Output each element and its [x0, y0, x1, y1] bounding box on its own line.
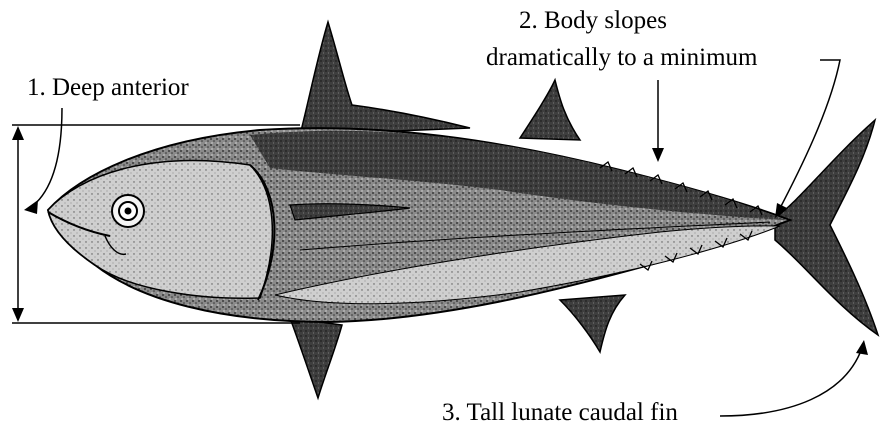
first-dorsal-fin [300, 22, 470, 135]
second-dorsal-fin [520, 80, 580, 140]
label-deep-anterior: 1. Deep anterior [27, 73, 189, 103]
depth-arrowhead-bottom [12, 308, 24, 322]
caudal-fin [775, 120, 878, 335]
anal-fin [560, 295, 625, 352]
pelvic-fin [290, 318, 342, 398]
eye-pupil [125, 208, 132, 215]
label-dramatically-minimum: dramatically to a minimum [486, 43, 757, 73]
leader-caudal [720, 348, 862, 416]
label-caudal-fin: 3. Tall lunate caudal fin [442, 398, 678, 428]
depth-arrowhead-top [12, 126, 24, 140]
leader-deep-anterior [30, 108, 62, 208]
label-body-slopes: 2. Body slopes [519, 6, 667, 36]
leader-caudal-arrowhead [856, 340, 868, 355]
head [48, 161, 272, 299]
leader-deep-anterior-arrowhead [24, 200, 38, 214]
leader-slope-arrowhead [652, 148, 664, 162]
